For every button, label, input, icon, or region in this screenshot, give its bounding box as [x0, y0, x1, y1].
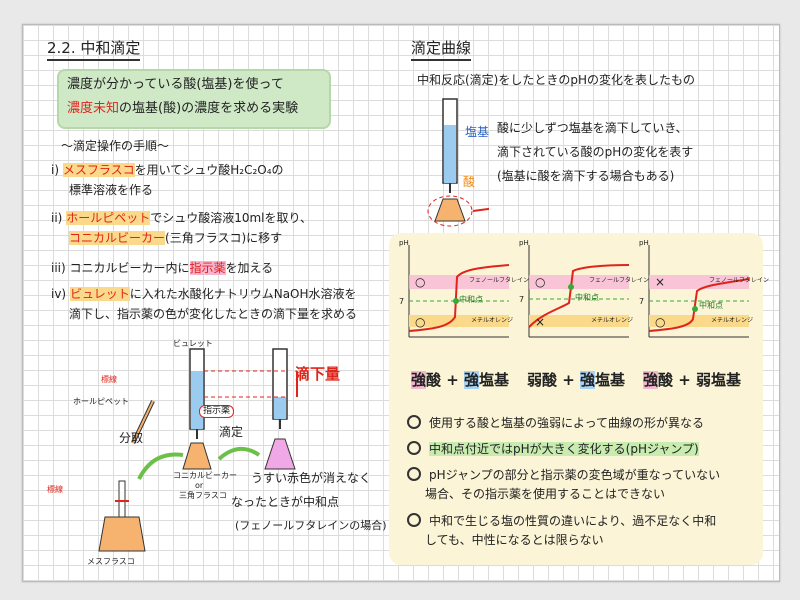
note-4: 中和で生じる塩の性質の違いにより、過不足なく中和 [407, 513, 716, 528]
graph2-phenol-label: フェノールフタレイン [589, 277, 650, 284]
burette-label: ビュレット [173, 339, 213, 348]
note-1: 使用する酸と塩基の強弱によって曲線の形が異なる [407, 415, 704, 430]
flask-highlight-circle [427, 195, 473, 227]
graph-strong-acid-weak-base [648, 245, 750, 338]
graph2-neutral-label: 中和点 [575, 293, 599, 302]
graph2-ph-label: pH [519, 239, 529, 247]
summary-box [57, 69, 331, 129]
graph1-methyl-label: メチルオレンジ [471, 317, 514, 324]
graph1-phenol-label: フェノールフタレイン [469, 277, 530, 284]
graph3-methyl-mark: ○ [655, 315, 666, 329]
result-line-3: (フェノールフタレインの場合) [235, 519, 387, 532]
graph1-phenol-mark: ○ [415, 275, 426, 289]
base-label: 塩基 [465, 125, 490, 139]
acid-label: 酸 [463, 175, 476, 189]
volumetric-pipette-text: ホールピペット [66, 211, 151, 225]
graph2-methyl-label: メチルオレンジ [591, 317, 634, 324]
summary-line2: 濃度未知の塩基(酸)の濃度を求める実験 [67, 101, 298, 117]
step-2: ii) ホールピペットでシュウ酸溶液10mlを取り、 [51, 211, 313, 225]
note-3-cont: 場合、その指示薬を使用することはできない [425, 487, 666, 501]
volumetric-flask [98, 516, 146, 552]
graph3-phenol-mark: × [655, 275, 666, 289]
dispense-arrow [137, 452, 184, 480]
section-title-curve: 滴定曲線 [411, 39, 472, 61]
titrate-arrow [217, 447, 261, 461]
graph1-methyl-mark: ○ [415, 315, 426, 329]
step-1: i) メスフラスコを用いてシュウ酸H₂C₂O₄の [51, 163, 284, 177]
graph1-neutral-label: 中和点 [459, 295, 483, 304]
graph3-methyl-label: メチルオレンジ [711, 317, 754, 324]
graph3-title: 強酸 + 弱塩基 [643, 371, 742, 389]
burette-text: ビュレット [69, 287, 130, 301]
step-1-cont: 標準溶液を作る [69, 183, 154, 197]
result-line-1: うすい赤色が消えなく [251, 471, 372, 485]
graph2-methyl-mark: × [535, 315, 546, 329]
curve-desc-1: 酸に少しずつ塩基を滴下していき、 [497, 121, 688, 135]
graph1-seven-label: 7 [399, 297, 405, 306]
measuring-flask-text: メスフラスコ [62, 163, 135, 177]
curve-desc-2: 滴下されている酸のpHの変化を表す [497, 145, 694, 159]
bullet-icon [407, 415, 421, 429]
bullet-icon [407, 513, 421, 527]
step-4-cont: 滴下し、指示薬の色が変化したときの滴下量を求める [69, 307, 358, 321]
step-2-cont: コニカルビーカー(三角フラスコ)に移す [69, 231, 283, 245]
graph1-title: 強酸 + 強塩基 [411, 371, 510, 389]
conical-flask-pink [264, 438, 296, 470]
drop-amount-label: 滴下量 [295, 365, 341, 383]
result-line-2: なったときが中和点 [231, 495, 340, 509]
titrate-label: 滴定 [219, 425, 244, 439]
graph3-phenol-label: フェノールフタレイン [709, 277, 770, 284]
conical-beaker-text: コニカルビーカー [69, 231, 166, 245]
step-4: iv) ビュレットに入れた水酸化ナトリウムNaOH水溶液を [51, 287, 357, 301]
marker-label-1: 標線 [101, 375, 117, 384]
bullet-icon [407, 441, 421, 455]
burette-liquid [191, 371, 203, 429]
indicator-callout: 指示薬 [199, 405, 235, 418]
notebook-page: 2.2. 中和滴定 濃度が分かっている酸(塩基)を使って 濃度未知の塩基(酸)の… [22, 24, 780, 582]
graph2-phenol-mark: ○ [535, 275, 546, 289]
graph1-ph-label: pH [399, 239, 409, 247]
conical-flask [182, 442, 212, 470]
dispense-label: 分取 [119, 431, 144, 445]
conical-label: コニカルビーカー [173, 471, 237, 480]
curve-subtitle: 中和反応(滴定)をしたときのpHの変化を表したもの [417, 73, 696, 87]
graph-strong-acid-strong-base [408, 245, 510, 338]
titration-graphs [408, 245, 750, 338]
or-label: or [195, 481, 204, 490]
burette-diagram-right [427, 98, 489, 227]
graph3-seven-label: 7 [639, 297, 645, 306]
summary-line2-rest: の塩基(酸)の濃度を求める実験 [119, 101, 299, 116]
marker-label-2: 標線 [47, 485, 63, 494]
unknown-concentration-text: 濃度未知 [67, 101, 120, 116]
curve-desc-3: (塩基に酸を滴下する場合もある) [497, 169, 675, 183]
note-4-cont: しても、中性になるとは限らない [425, 533, 604, 547]
bullet-icon [407, 467, 421, 481]
measuring-flask-label: メスフラスコ [87, 557, 135, 566]
indicator-text: 指示薬 [189, 261, 226, 275]
graph3-neutral-label: 中和点 [699, 301, 723, 310]
graph-weak-acid-strong-base [528, 245, 630, 338]
step-3: iii) コニカルビーカー内に指示薬を加える [51, 261, 274, 275]
volumetric-pipette-label: ホールピペット [73, 397, 129, 406]
graph3-ph-label: pH [639, 239, 649, 247]
procedure-title: 〜滴定操作の手順〜 [61, 139, 170, 153]
graph2-title: 弱酸 + 強塩基 [527, 371, 626, 389]
titration-illustration [98, 348, 298, 552]
note-2: 中和点付近ではpHが大きく変化する(pHジャンプ) [407, 441, 699, 456]
triangle-flask-label: 三角フラスコ [179, 491, 227, 500]
note-3: pHジャンプの部分と指示薬の変色域が重なっていない [407, 467, 720, 482]
section-title-neutralization: 2.2. 中和滴定 [47, 39, 141, 61]
graph2-seven-label: 7 [519, 295, 525, 304]
summary-line1: 濃度が分かっている酸(塩基)を使って [67, 77, 284, 92]
